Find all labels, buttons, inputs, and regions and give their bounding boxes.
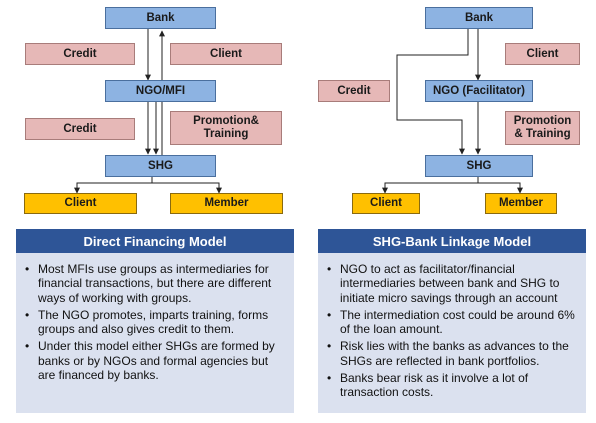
leaf-client-right: Client	[352, 193, 420, 214]
bullet-item: The NGO promotes, imparts training, form…	[25, 308, 286, 337]
node-bank-left: Bank	[105, 7, 216, 29]
label-credit-mid-left: Credit	[25, 118, 135, 140]
leaf-client-left: Client	[24, 193, 137, 214]
label-client-top-left: Client	[170, 43, 282, 65]
bullet-item: Banks bear risk as it involve a lot of t…	[327, 371, 578, 400]
arrow-bank-credit-bypass	[396, 29, 469, 155]
node-shg-left: SHG	[105, 155, 216, 177]
node-ngo-facilitator: NGO (Facilitator)	[425, 80, 533, 102]
branch-shg-right	[152, 182, 222, 194]
label-promotion-training-right: Promotion & Training	[505, 111, 580, 145]
branch-shg-right-right	[478, 182, 523, 194]
label-promotion-training-left: Promotion& Training	[170, 111, 282, 145]
bullet-list-left: Most MFIs use groups as intermediaries f…	[16, 253, 294, 382]
label-client-top-right: Client	[505, 43, 580, 65]
leaf-member-left: Member	[170, 193, 283, 214]
node-bank-right: Bank	[425, 7, 533, 29]
bullet-item: Risk lies with the banks as advances to …	[327, 339, 578, 368]
bullet-list-right: NGO to act as facilitator/financial inte…	[318, 253, 586, 400]
leaf-member-right: Member	[485, 193, 557, 214]
branch-shg-right-left	[382, 176, 479, 194]
bullet-item: Most MFIs use groups as intermediaries f…	[25, 262, 286, 305]
bullet-item: NGO to act as facilitator/financial inte…	[327, 262, 578, 305]
header-shg-bank-linkage: SHG-Bank Linkage Model	[318, 229, 586, 253]
label-credit-right: Credit	[318, 80, 390, 102]
node-ngo-mfi: NGO/MFI	[105, 80, 216, 102]
label-credit-top-left: Credit	[25, 43, 135, 65]
branch-shg-left	[74, 176, 153, 194]
bullet-item: The intermediation cost could be around …	[327, 308, 578, 337]
node-shg-right: SHG	[425, 155, 533, 177]
panel-direct-financing: Most MFIs use groups as intermediaries f…	[16, 253, 294, 413]
bullet-item: Under this model either SHGs are formed …	[25, 339, 286, 382]
header-direct-financing: Direct Financing Model	[16, 229, 294, 253]
panel-shg-bank-linkage: NGO to act as facilitator/financial inte…	[318, 253, 586, 413]
